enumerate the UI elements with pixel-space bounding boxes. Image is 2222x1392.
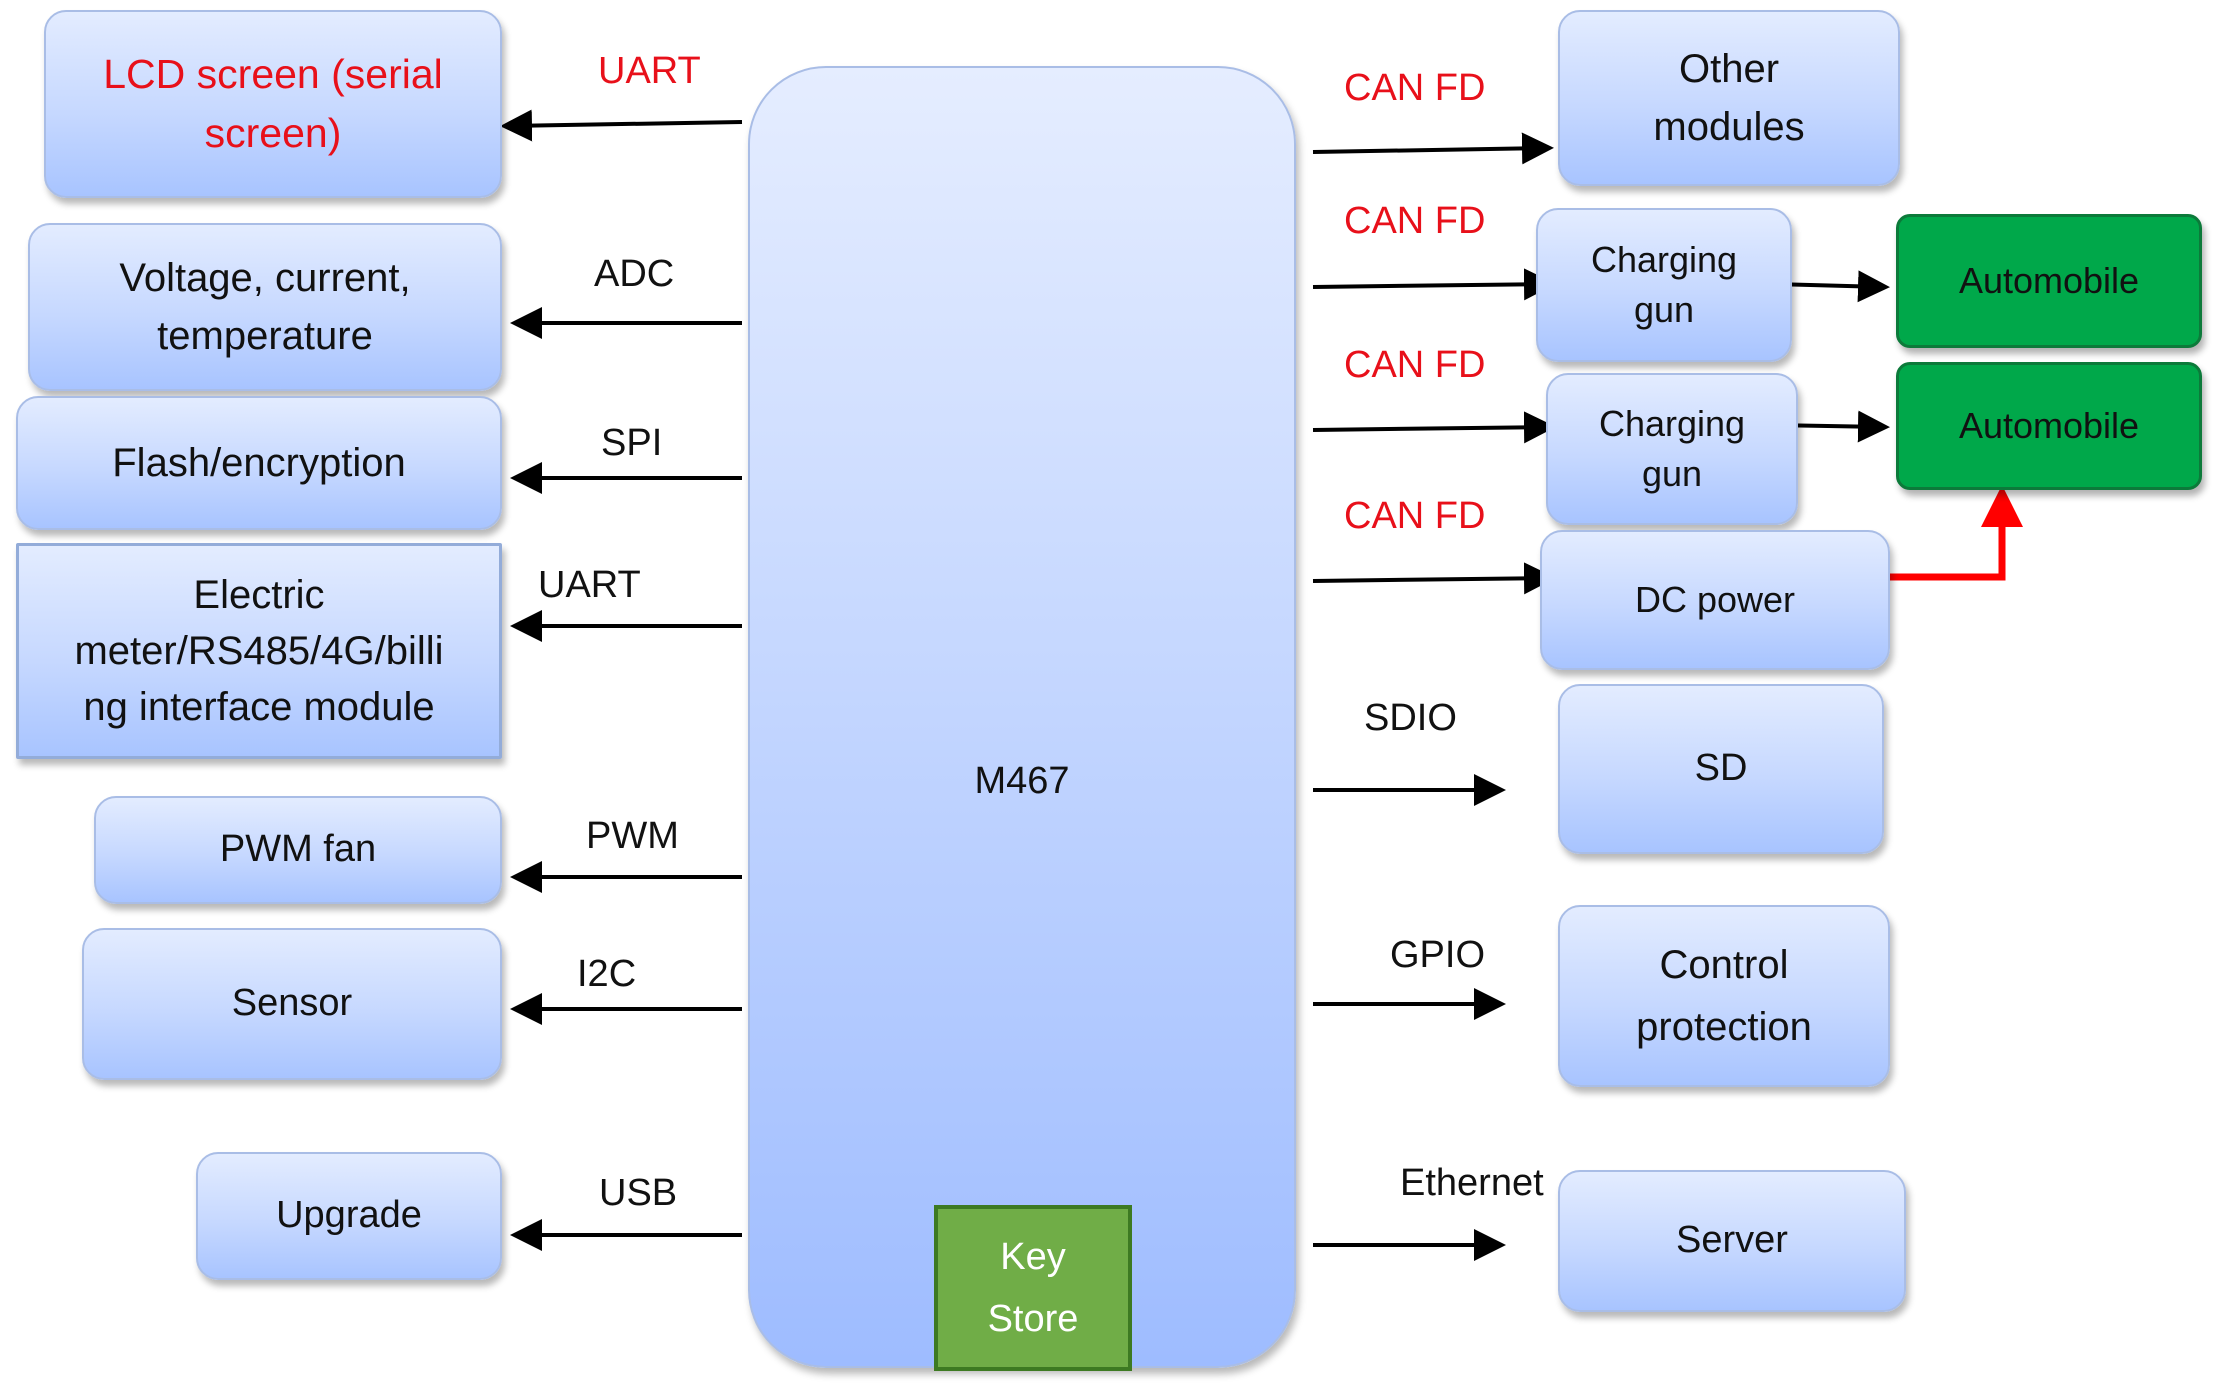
arrow-canfd-dcpower — [1312, 562, 1556, 595]
bus-label: SPI — [601, 422, 663, 464]
module-label: Server — [1676, 1219, 1788, 1262]
module-label: SD — [1694, 747, 1748, 790]
keystore-label: Key — [1000, 1236, 1066, 1278]
arrow-canfd-gun2 — [1312, 411, 1556, 444]
module-label: screen) — [204, 110, 342, 156]
bus-label: UART — [538, 564, 641, 606]
voltage-current-temperature-module: Voltage, current, temperature — [28, 223, 502, 391]
dc-power-module: DC power — [1540, 530, 1890, 670]
mcu-label: M467 — [974, 760, 1070, 802]
bus-label: I2C — [577, 953, 637, 995]
module-label: meter/RS485/4G/billi — [74, 629, 444, 673]
keystore-label: Store — [987, 1298, 1079, 1340]
bus-label: ADC — [594, 253, 675, 295]
module-label: gun — [1641, 453, 1703, 494]
module-label: gun — [1633, 289, 1695, 330]
mcu-m467: M467 — [748, 66, 1296, 1368]
module-label: Charging — [1598, 402, 1746, 444]
sensor-module: Sensor — [82, 928, 502, 1080]
module-label: temperature — [157, 314, 373, 358]
module-label: Other — [1678, 47, 1780, 91]
module-label: modules — [1653, 105, 1805, 149]
automobile-1: Automobile — [1896, 214, 2202, 348]
server-module: Server — [1558, 1170, 1906, 1312]
charging-gun-1: Charging gun — [1536, 208, 1792, 362]
bus-label: USB — [599, 1172, 678, 1214]
other-modules: Other modules — [1558, 10, 1900, 186]
automobile-label: Automobile — [1958, 259, 2140, 301]
arrow-canfd-other — [1312, 132, 1554, 165]
module-label: protection — [1636, 1005, 1812, 1049]
module-label: PWM fan — [219, 828, 377, 871]
lcd-screen-module: LCD screen (serial screen) — [44, 10, 502, 198]
charging-gun-2: Charging gun — [1546, 373, 1798, 525]
module-label: Voltage, current, — [119, 256, 411, 300]
arrow-uart-lcd — [500, 109, 743, 142]
module-label: Upgrade — [276, 1194, 422, 1237]
bus-label: PWM — [586, 815, 679, 857]
pwm-fan-module: PWM fan — [94, 796, 502, 904]
bus-label: Ethernet — [1400, 1162, 1544, 1204]
arrow-canfd-gun1 — [1312, 268, 1556, 301]
meter-interface-module: Electric meter/RS485/4G/billi ng interface… — [16, 543, 502, 759]
flash-encryption-module: Flash/encryption — [16, 396, 502, 530]
control-protection-module: Control protection — [1558, 905, 1890, 1087]
module-label: LCD screen (serial — [103, 50, 443, 97]
upgrade-module: Upgrade — [196, 1152, 502, 1280]
module-label: Electric — [193, 573, 325, 617]
module-label: DC power — [1634, 578, 1796, 620]
bus-label: CAN FD — [1344, 200, 1486, 242]
bus-label: GPIO — [1390, 934, 1486, 976]
key-store: Key Store — [934, 1205, 1132, 1371]
sd-module: SD — [1558, 684, 1884, 854]
module-label: ng interface module — [83, 685, 435, 729]
arrow-dcpower-automobile — [1884, 485, 2023, 581]
module-label: Charging — [1590, 238, 1738, 280]
module-label: Flash/encryption — [112, 441, 406, 485]
bus-label: CAN FD — [1344, 495, 1486, 537]
bus-label: CAN FD — [1344, 344, 1486, 386]
bus-label: CAN FD — [1344, 67, 1486, 109]
module-label: Control — [1659, 943, 1789, 987]
automobile-2: Automobile — [1896, 362, 2202, 490]
module-label: Sensor — [231, 982, 353, 1025]
bus-label: UART — [598, 50, 701, 92]
automobile-label: Automobile — [1958, 404, 2140, 446]
bus-label: SDIO — [1364, 697, 1457, 739]
